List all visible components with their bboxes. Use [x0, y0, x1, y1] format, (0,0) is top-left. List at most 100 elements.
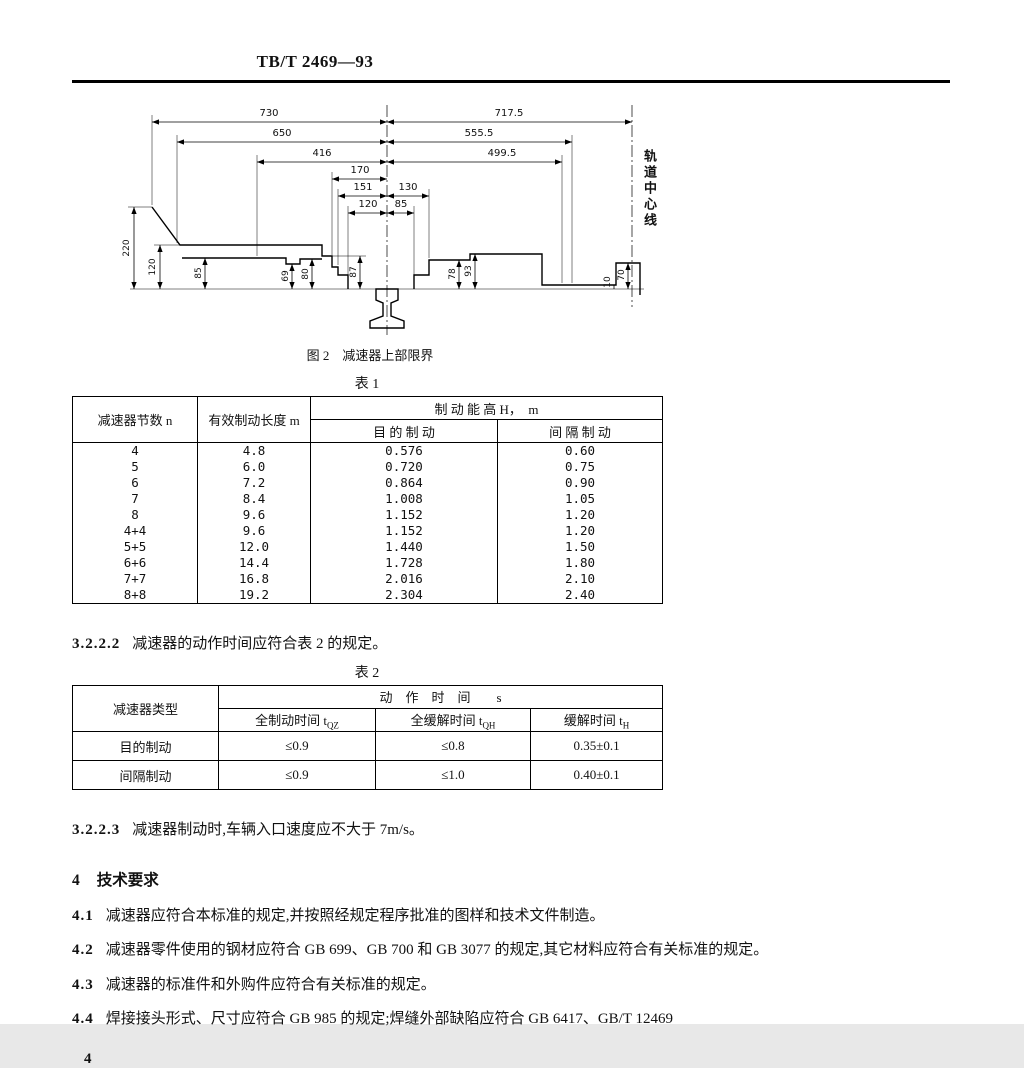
table-cell: 1.728: [310, 555, 498, 571]
column-header-group: 动 作 时 间 s: [217, 684, 664, 709]
clause-text: 减速器应符合本标准的规定,并按照经规定程序批准的图样和技术文件制造。: [105, 908, 605, 925]
column-header-group: 制 动 能 高 H， m: [309, 396, 664, 420]
dimension-label: 85: [394, 199, 408, 210]
dimension-label: 717.5: [494, 108, 524, 119]
table-cell: 0.40±0.1: [529, 760, 664, 791]
table-cell: 2.10: [496, 571, 664, 587]
column-header: 目 的 制 动: [310, 419, 498, 443]
table-cell: 7.2: [197, 475, 311, 491]
table-cell: ≤1.0: [375, 760, 531, 791]
dimension-label: 120: [358, 199, 378, 210]
dimension-label: 70: [617, 269, 627, 281]
column-header: 全缓解时间 tQH: [375, 707, 531, 733]
clearance-profile: [151, 206, 641, 295]
clause-number: 4.3: [72, 976, 94, 993]
table-cell: 2.40: [496, 587, 664, 604]
dimension-label: 170: [350, 165, 370, 176]
table-cell: 0.35±0.1: [529, 731, 664, 762]
table-cell: 8: [72, 507, 198, 523]
table-header-row: 减速器类型 动 作 时 间 s: [72, 684, 664, 733]
dimension-label: 10: [603, 276, 613, 288]
clause-text: 减速器的标准件和外购件应符合有关标准的规定。: [105, 976, 436, 993]
table-cell: 6: [72, 475, 198, 491]
page-title: TB/T 2469—93: [256, 52, 374, 71]
table-cell: 1.20: [496, 507, 664, 523]
column-header: 有效制动长度 m: [197, 396, 311, 443]
table-cell: 目的制动: [72, 731, 219, 762]
table2-label: 表 2: [354, 665, 380, 681]
dimension-label: 80: [301, 268, 311, 280]
table1: 减速器节数 n 有效制动长度 m 制 动 能 高 H， m 目 的 制 动 间 …: [72, 396, 664, 604]
table-header-row: 减速器节数 n 有效制动长度 m 制 动 能 高 H， m: [72, 396, 664, 443]
table-cell: 0.864: [310, 475, 498, 491]
dimension-label: 120: [148, 258, 158, 276]
table-cell: 12.0: [197, 539, 311, 555]
dimension-label: 78: [448, 268, 458, 280]
column-header: 减速器类型: [72, 684, 219, 733]
dimension-label: 730: [259, 108, 279, 119]
table-cell: 5+5: [72, 539, 198, 555]
table-cell: 8+8: [72, 587, 198, 604]
table-cell: 1.80: [496, 555, 664, 571]
table-cell: 19.2: [197, 587, 311, 604]
table-cell: 14.4: [197, 555, 311, 571]
paragraph: 3.2.2.3 减速器制动时,车辆入口速度应不大于 7m/s。: [72, 820, 950, 842]
table-cell: 2.016: [310, 571, 498, 587]
column-header: 缓解时间 tH: [529, 707, 664, 733]
table-cell: 4: [72, 442, 198, 459]
dimension-label: 85: [194, 267, 204, 279]
table-cell: 2.304: [310, 587, 498, 604]
table-cell: 1.05: [496, 491, 664, 507]
column-header: 间 隔 制 动: [496, 419, 664, 443]
table-cell: 16.8: [197, 571, 311, 587]
table-cell: 1.20: [496, 523, 664, 539]
table-cell: 6.0: [197, 459, 311, 475]
table2: 减速器类型 动 作 时 间 s 全制动时间 tQZ 全缓解时间 tQH 缓解时间…: [72, 684, 664, 791]
dimension-label: 555.5: [464, 128, 494, 139]
figure-caption: 图 2 减速器上部限界: [306, 348, 434, 363]
table-cell: ≤0.9: [218, 731, 376, 762]
table-header-row: 目 的 制 动 间 隔 制 动: [73, 419, 664, 443]
table-cell: ≤0.9: [218, 760, 376, 791]
clause-number: 3.2.2.3: [72, 822, 121, 839]
rail-profile: [369, 288, 405, 329]
table-cell: 间隔制动: [72, 760, 219, 791]
header-rule: [72, 80, 950, 83]
figure-diagram: 730 717.5 650 555.5 416 499.5 170 151 13…: [72, 97, 692, 339]
dimension-label: 220: [122, 239, 132, 257]
table-cell: 0.720: [310, 459, 498, 475]
clause-text: 减速器制动时,车辆入口速度应不大于 7m/s。: [132, 822, 424, 839]
table-cell: ≤0.8: [375, 731, 531, 762]
table-cell: 1.152: [310, 523, 498, 539]
paragraph: 4.3 减速器的标准件和外购件应符合有关标准的规定。: [72, 975, 950, 997]
page-number: 4: [84, 1051, 92, 1068]
table-cell: 1.440: [310, 539, 498, 555]
dimension-lines: [152, 119, 632, 216]
table-cell: 7+7: [72, 571, 198, 587]
column-header: 全制动时间 tQZ: [218, 707, 376, 733]
vertical-dimension-lines: [131, 207, 631, 289]
dimension-label: 151: [353, 182, 373, 193]
section-title: 技术要求: [96, 872, 159, 890]
clause-text: 减速器零件使用的钢材应符合 GB 699、GB 700 和 GB 3077 的规…: [105, 941, 769, 958]
dimension-label: 499.5: [487, 148, 517, 159]
dimension-label: 650: [272, 128, 292, 139]
clearance-diagram: [128, 105, 644, 335]
table-cell: 0.60: [496, 442, 664, 459]
dimension-label: 93: [464, 265, 474, 277]
